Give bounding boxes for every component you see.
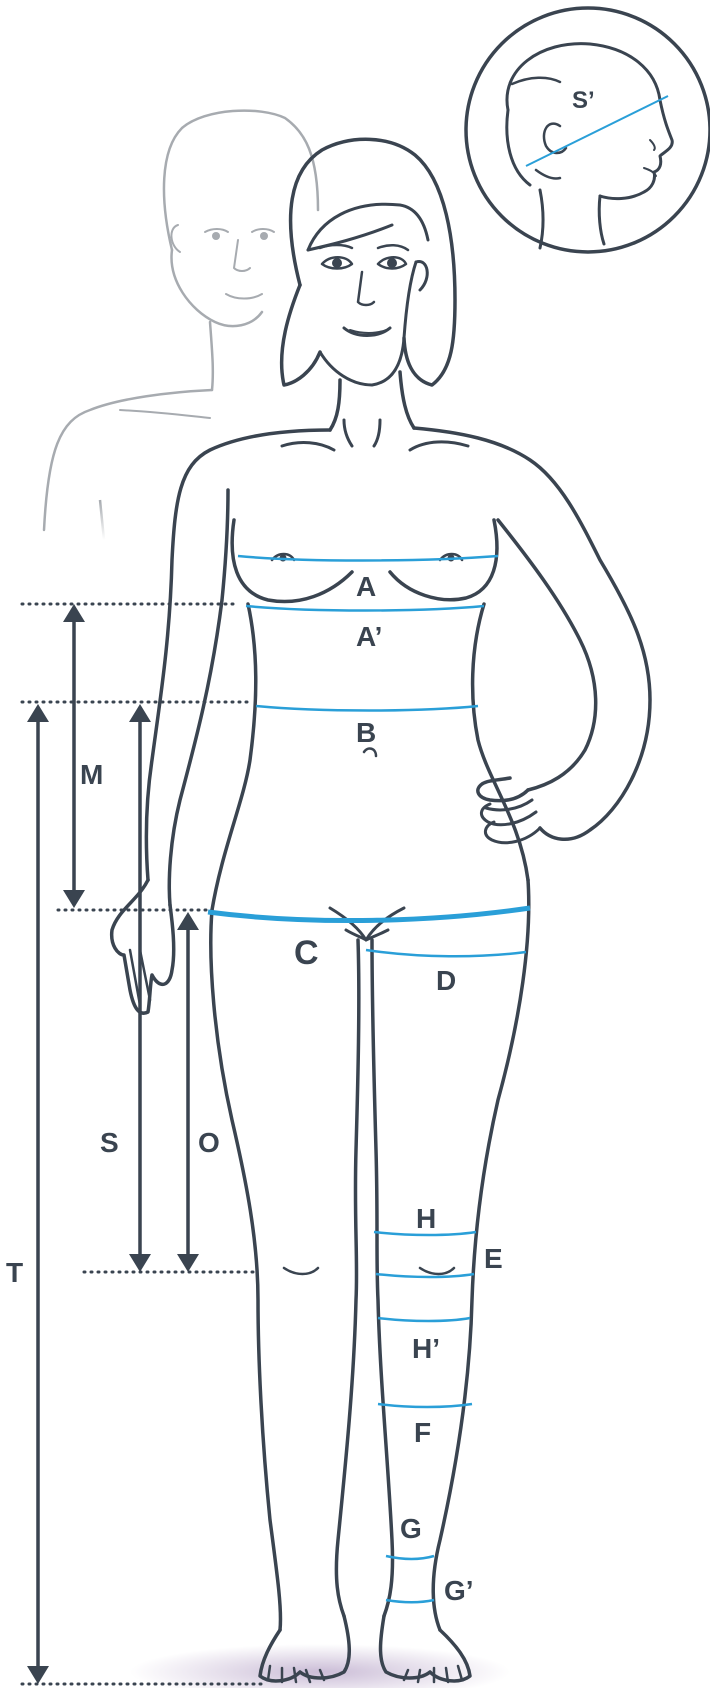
line-f: [378, 1404, 472, 1407]
female-eye: [387, 258, 397, 268]
line-c: [208, 908, 530, 921]
label-d: D: [436, 965, 456, 996]
line-d: [366, 950, 526, 956]
label-h: H: [416, 1203, 436, 1234]
line-g: [386, 1556, 434, 1559]
label-a-prime: A’: [356, 621, 382, 652]
male-eye: [212, 232, 220, 240]
label-t: T: [6, 1257, 23, 1288]
label-a: A: [356, 571, 376, 602]
label-e: E: [484, 1243, 503, 1274]
label-b: B: [356, 717, 376, 748]
line-h-prime: [378, 1318, 470, 1321]
line-a-prime: [246, 606, 484, 611]
label-o: O: [198, 1127, 220, 1158]
female-eye: [332, 258, 342, 268]
label-s-prime: S’: [572, 87, 595, 114]
male-body-silhouette-icon: [44, 111, 318, 540]
arrow-o: [177, 912, 199, 1272]
label-g: G: [400, 1513, 422, 1544]
line-e: [376, 1274, 474, 1277]
arrow-t: [27, 704, 49, 1684]
reference-lines: [22, 604, 262, 1684]
label-c: C: [294, 934, 319, 972]
label-m: M: [80, 759, 103, 790]
label-g-prime: G’: [444, 1575, 474, 1606]
line-g-prime: [386, 1600, 434, 1602]
line-b: [256, 706, 478, 711]
head-circumference-inset-icon: S’: [466, 8, 710, 252]
label-f: F: [414, 1417, 431, 1448]
label-h-prime: H’: [412, 1333, 440, 1364]
male-eye: [260, 232, 268, 240]
label-s: S: [100, 1127, 119, 1158]
arrow-m: [63, 604, 85, 908]
